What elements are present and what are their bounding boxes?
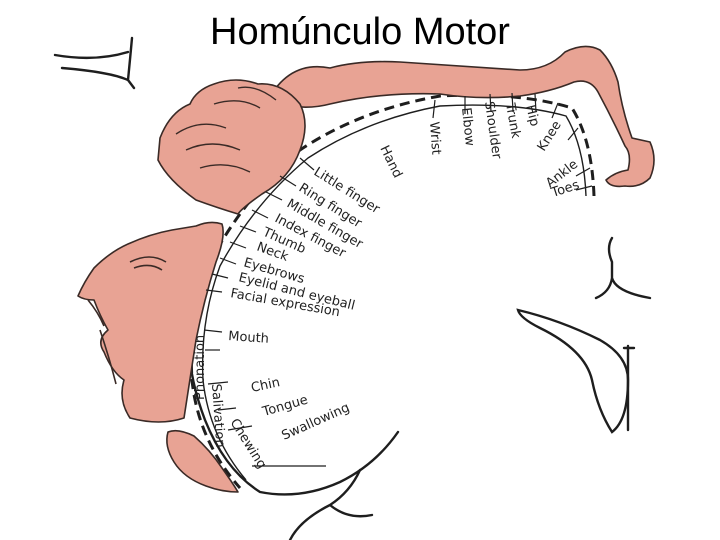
label-shoulder: Shoulder: [481, 100, 504, 160]
label-elbow: Elbow: [458, 107, 477, 147]
label-tongue: Tongue: [260, 393, 310, 420]
label-hand: Hand: [376, 143, 404, 180]
label-hip: Hip: [522, 103, 542, 128]
label-phonation: Phonation: [193, 335, 208, 400]
label-mouth: Mouth: [228, 329, 270, 347]
label-salivation: Salivation: [208, 383, 227, 448]
ventricle-shape: [518, 310, 628, 432]
label-chin: Chin: [250, 375, 282, 396]
right-bracket: [596, 238, 650, 298]
bottom-sulcus: [290, 470, 372, 540]
top-left-sulcus: [55, 38, 134, 88]
label-wrist: Wrist: [426, 121, 443, 155]
ventricle-stem: [624, 346, 634, 430]
